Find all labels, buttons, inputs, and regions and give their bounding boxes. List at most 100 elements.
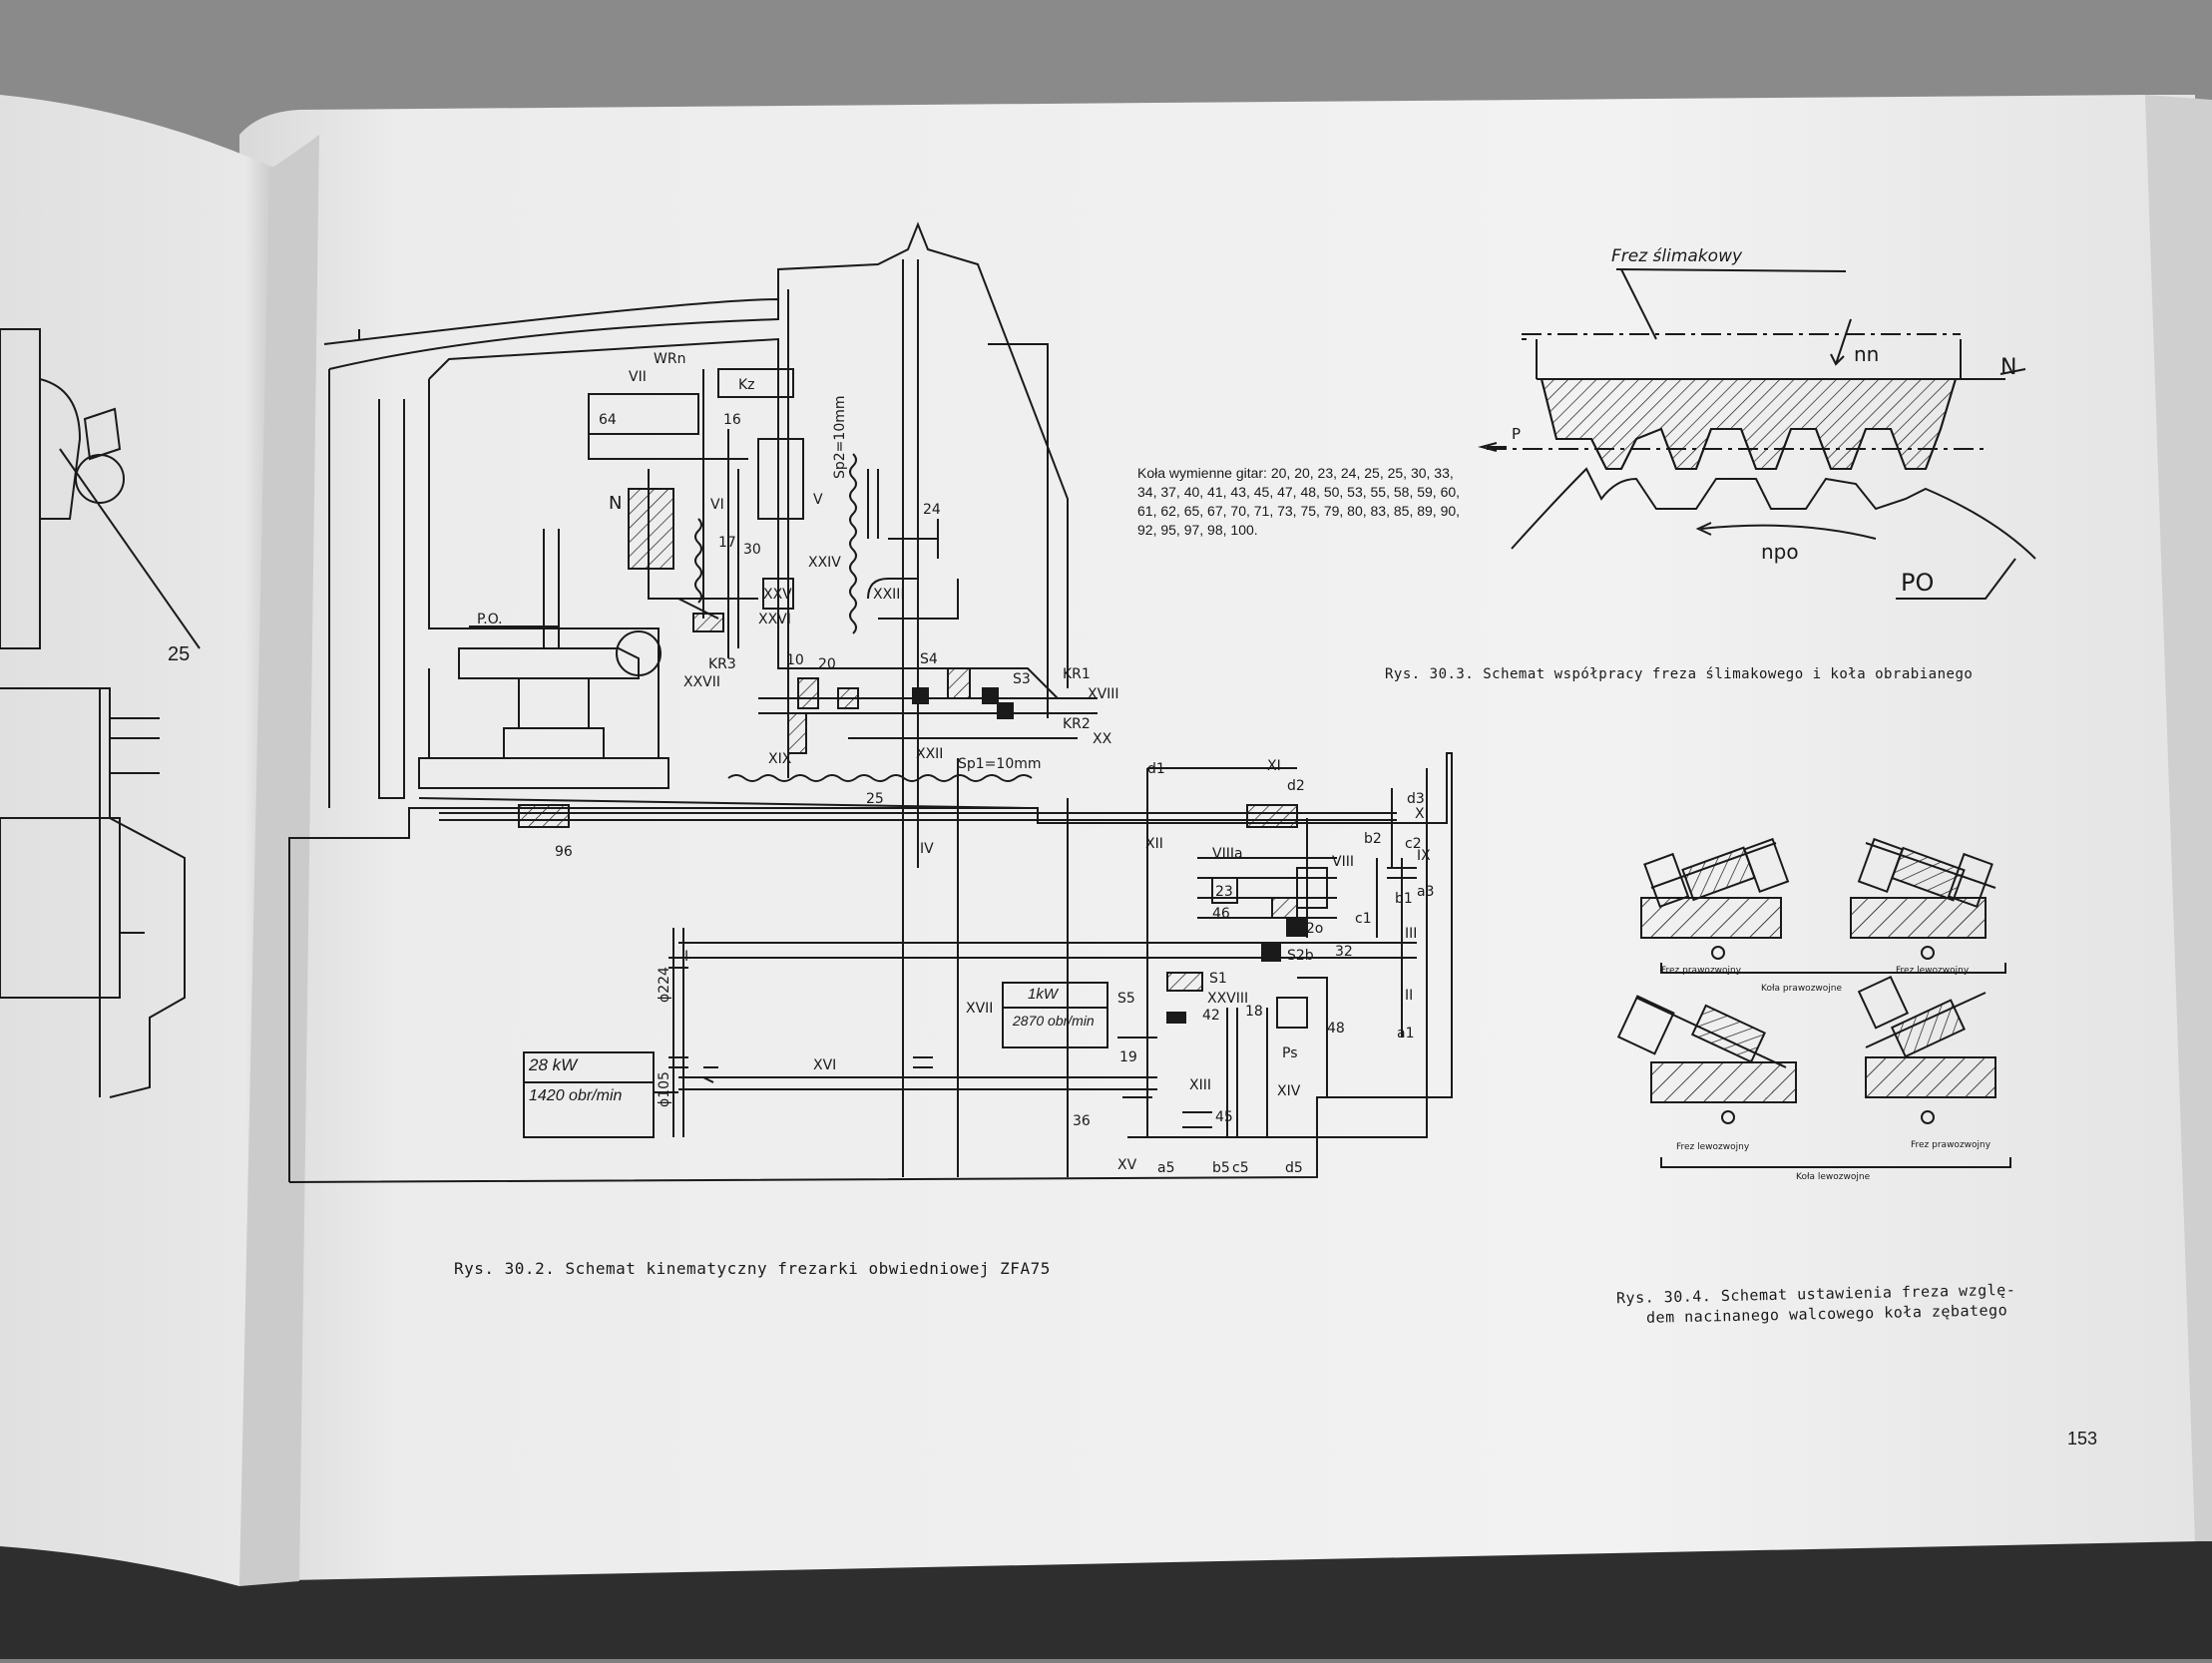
label-a5: a5 (1157, 1160, 1175, 1176)
label-IV: IV (920, 841, 934, 857)
label-XII: XII (1145, 836, 1163, 852)
left-page-drawing (0, 328, 201, 1098)
fig-30-4-labels: Frez prawozwojny Frez lewozwojny Koła pr… (1661, 966, 1991, 1182)
aux-motor-speed: 2870 obr/min (1013, 1013, 1095, 1029)
npo-label: npo (1761, 540, 1799, 564)
label-48: 48 (1327, 1021, 1345, 1037)
label-Ps: Ps (1282, 1045, 1298, 1061)
fig-30-2-diagram (288, 221, 1453, 1183)
label-XIV: XIV (1277, 1083, 1301, 1099)
label-S3: S3 (1013, 671, 1031, 687)
label-45: 45 (1215, 1109, 1233, 1125)
label-XIX: XIX (768, 751, 792, 767)
label-c1: c1 (1355, 911, 1372, 927)
label-PO: P.O. (477, 612, 503, 627)
frez-prawozwojny-label-br: Frez prawozwojny (1911, 1140, 1991, 1150)
label-XI: XI (1267, 758, 1281, 774)
label-S1: S1 (1209, 971, 1227, 987)
label-XVI: XVI (813, 1057, 836, 1073)
label-VI: VI (710, 497, 724, 513)
label-d2: d2 (1287, 778, 1305, 794)
label-b2: b2 (1364, 831, 1382, 847)
label-Sp2: Sp2=10mm (832, 395, 848, 479)
label-Sp1: Sp1=10mm (958, 756, 1042, 772)
frez-lewozwojny-label-bl: Frez lewozwojny (1676, 1142, 1750, 1152)
label-XIII: XIII (1189, 1077, 1211, 1093)
gear-list-text: Koła wymienne gitar: 20, 20, 23, 24, 25,… (1137, 465, 1461, 538)
label-X: X (1415, 806, 1425, 822)
label-XVIII: XVIII (1088, 686, 1119, 702)
label-N: N (609, 493, 622, 514)
label-d224: ϕ224 (657, 967, 672, 1003)
label-XV: XV (1117, 1157, 1137, 1173)
frez-prawozwojny-label: Frez prawozwojny (1661, 966, 1742, 976)
left-page-callout: 25 (168, 643, 191, 665)
PO-label: PO (1901, 569, 1934, 597)
page-number: 153 (2067, 1429, 2098, 1449)
label-XXII: XXII (916, 746, 943, 762)
fig-30-2-caption: Rys. 30.2. Schemat kinematyczny frezarki… (454, 1259, 1051, 1278)
fig-30-2-labels: VII WRn Kz 64 16 N VI 17 XXV XXVI 30 KR3… (477, 351, 1435, 1176)
N-label: N (2000, 355, 2016, 380)
label-XXVI: XXVI (758, 612, 791, 627)
aux-motor-power: 1kW (1028, 986, 1058, 1003)
label-a1: a1 (1397, 1026, 1415, 1041)
label-d105: ϕ105 (657, 1071, 672, 1107)
label-KR2: KR2 (1063, 716, 1091, 732)
label-XX: XX (1093, 731, 1112, 747)
label-IX: IX (1417, 848, 1431, 864)
label-b1: b1 (1395, 891, 1413, 907)
fig-30-3-labels: Frez ślimakowy nn N P npo PO (1512, 246, 2016, 597)
frez-lewozwojny-label-top: Frez lewozwojny (1896, 966, 1970, 976)
label-KR1: KR1 (1063, 666, 1091, 682)
label-XVII: XVII (966, 1001, 993, 1017)
right-page (239, 95, 2200, 1581)
label-64: 64 (599, 412, 617, 428)
label-I: I (684, 949, 688, 965)
label-VIIIa: VIIIa (1212, 846, 1243, 862)
label-II: II (1405, 988, 1413, 1004)
label-19: 19 (1119, 1049, 1137, 1065)
label-XXIII: XXIII (873, 587, 905, 603)
label-S2b: S2b (1287, 948, 1314, 964)
label-d3: d3 (1407, 791, 1425, 807)
label-96: 96 (555, 844, 573, 860)
label-30: 30 (743, 542, 761, 558)
label-d5: d5 (1285, 1160, 1303, 1176)
label-10: 10 (786, 652, 804, 668)
label-S2o: S2o (1297, 921, 1323, 937)
label-46: 46 (1212, 906, 1230, 922)
label-III: III (1405, 926, 1417, 942)
label-b5: b5 (1212, 1160, 1230, 1176)
label-c2: c2 (1405, 836, 1422, 852)
label-20: 20 (818, 656, 836, 672)
label-WRn: WRn (654, 351, 685, 367)
label-XXVII: XXVII (683, 674, 720, 690)
label-XXVIII: XXVIII (1207, 991, 1248, 1007)
label-S5: S5 (1117, 991, 1135, 1007)
hob-label: Frez ślimakowy (1611, 246, 1743, 266)
label-17: 17 (718, 535, 736, 551)
label-VIII: VIII (1332, 854, 1354, 870)
kola-prawozwojne-label: Koła prawozwojne (1761, 984, 1842, 994)
label-25: 25 (866, 791, 884, 807)
label-23: 23 (1215, 884, 1233, 900)
label-VII: VII (629, 369, 647, 385)
label-32: 32 (1335, 944, 1353, 960)
label-d1: d1 (1147, 761, 1165, 777)
label-16: 16 (723, 412, 741, 428)
P-label: P (1512, 425, 1521, 443)
main-motor-power: 28 kW (529, 1055, 578, 1074)
label-S4: S4 (920, 651, 938, 667)
fig-30-3-diagram (1478, 268, 2036, 600)
label-24-top: 24 (923, 502, 941, 518)
label-42: 42 (1202, 1008, 1220, 1024)
label-XXV: XXV (763, 587, 792, 603)
fig-30-3-caption: Rys. 30.3. Schemat współpracy freza ślim… (1385, 666, 1974, 682)
kola-lewozwojne-label: Koła lewozwojne (1796, 1172, 1871, 1182)
label-Kz: Kz (738, 377, 755, 393)
label-KR3: KR3 (708, 656, 736, 672)
label-c5: c5 (1232, 1160, 1249, 1176)
